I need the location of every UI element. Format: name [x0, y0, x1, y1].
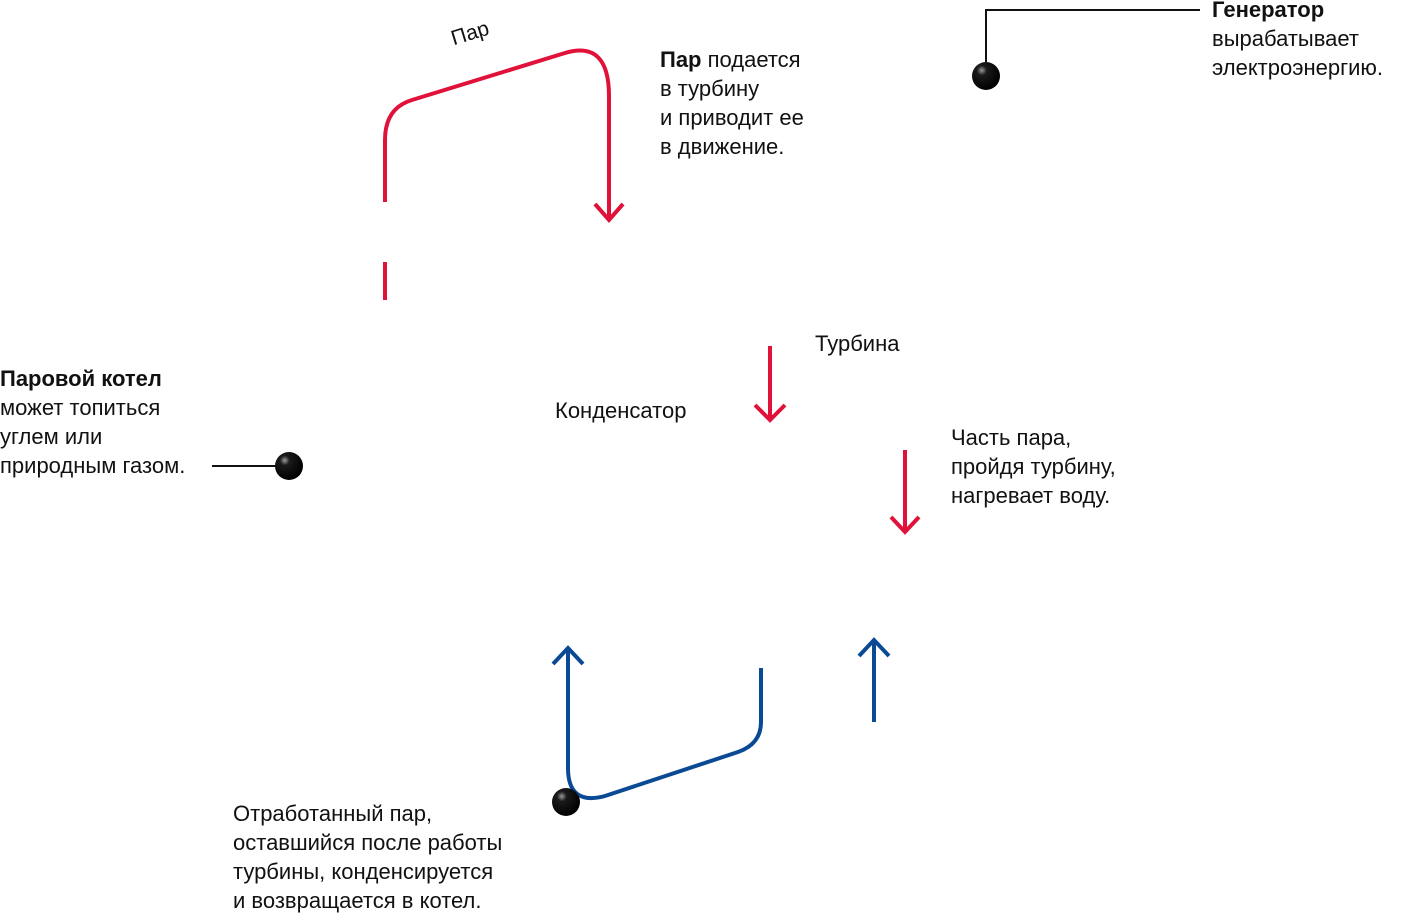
exhaust-marker-icon	[552, 788, 580, 816]
boiler-callout-text-2: может топиться	[0, 395, 161, 420]
generator-callout-title: Генератор	[1212, 0, 1325, 22]
turbine-arrowhead	[753, 403, 787, 423]
exhaust-text-4: и возвращается в котел.	[233, 888, 482, 913]
partial-steam-arrowhead	[889, 515, 921, 535]
water-return-pipe	[566, 648, 763, 801]
exhaust-text-2: оставшийся после работы	[233, 830, 503, 855]
partial-steam-text-2: пройдя турбину,	[951, 454, 1116, 479]
steam-callout-title: Пар	[660, 47, 702, 72]
turbine-label: Турбина	[815, 331, 900, 356]
partial-steam-text-3: нагревает воду.	[951, 483, 1111, 508]
steam-callout: Пар подается в турбину и приводит ее в д…	[660, 45, 804, 161]
boiler-callout: Паровой котел может топиться углем или п…	[0, 364, 185, 480]
exhaust-text-3: турбины, конденсируется	[233, 859, 494, 884]
generator-leader-line	[985, 9, 1200, 62]
exhaust-callout: Отработанный пар, оставшийся после работ…	[233, 799, 502, 915]
steam-callout-text-2: в турбину	[660, 76, 760, 101]
water-return-arrowhead	[551, 645, 585, 666]
steam-callout-text-1: подается	[701, 47, 801, 72]
partial-steam-text-1: Часть пара,	[951, 425, 1072, 450]
condenser-label: Конденсатор	[555, 398, 687, 423]
partial-steam-callout: Часть пара, пройдя турбину, нагревает во…	[951, 423, 1116, 510]
steam-callout-text-4: в движение.	[660, 134, 785, 159]
generator-callout-text-3: электроэнергию.	[1212, 55, 1384, 80]
generator-marker-icon	[972, 62, 1000, 90]
exhaust-text-1: Отработанный пар,	[233, 801, 433, 826]
generator-callout-text-2: вырабатывает	[1212, 26, 1359, 51]
boiler-callout-title: Паровой котел	[0, 366, 162, 391]
boiler-marker-icon	[275, 452, 303, 480]
steam-callout-text-3: и приводит ее	[660, 105, 804, 130]
generator-callout: Генератор вырабатывает электроэнергию.	[1212, 0, 1383, 82]
steam-arrowhead	[593, 202, 625, 224]
heated-water-arrowhead	[857, 637, 891, 658]
steam-pipe	[383, 48, 611, 220]
boiler-callout-text-3: углем или	[0, 424, 103, 449]
boiler-callout-text-4: природным газом.	[0, 453, 186, 478]
steam-pipe-label: Пар	[448, 17, 491, 50]
